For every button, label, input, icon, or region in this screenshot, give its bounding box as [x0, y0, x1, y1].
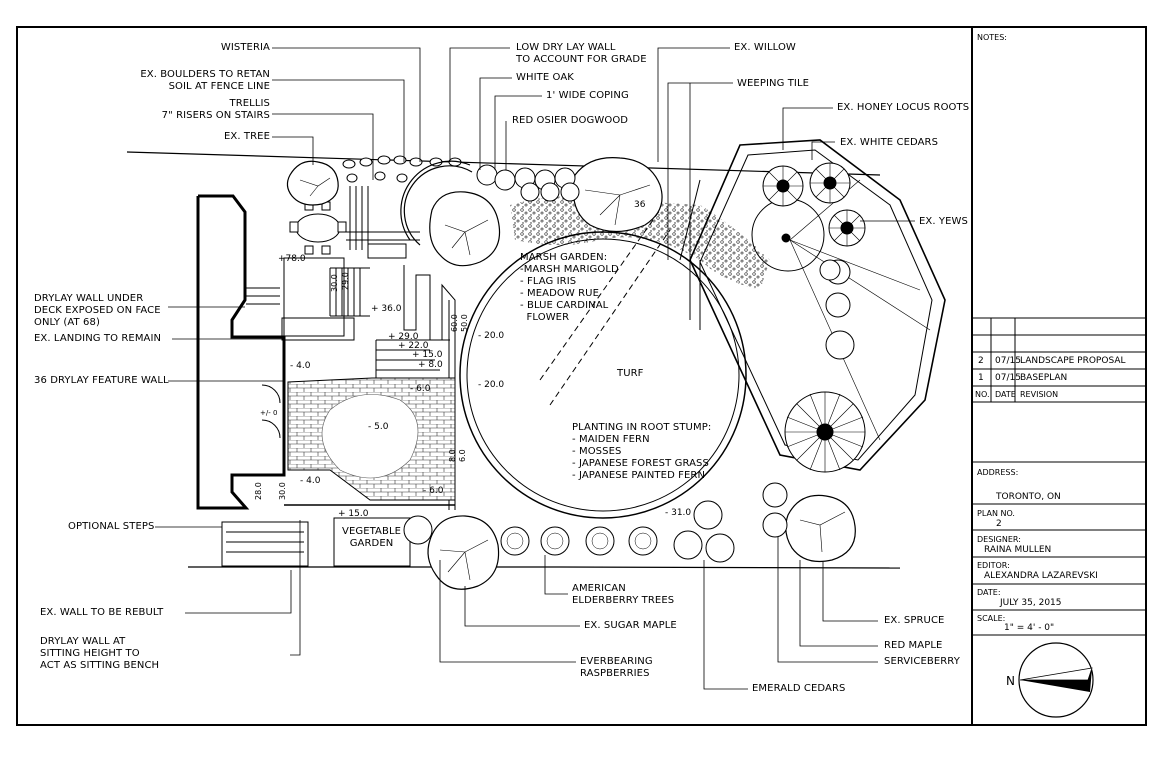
dim-78: +78.0	[278, 254, 306, 264]
rev-no-1: 1	[978, 373, 984, 383]
white-oak-icon	[429, 191, 501, 267]
marsh-gravel	[510, 196, 770, 290]
north-arrow-icon	[1018, 642, 1094, 718]
label-root-stump: PLANTING IN ROOT STUMP: - MAIDEN FERN - …	[572, 422, 712, 481]
dim-6b: - 6.0	[423, 486, 444, 496]
dim-36b: 36	[634, 200, 646, 210]
label-coping: 1' WIDE COPING	[546, 90, 629, 101]
scale-label: SCALE:	[977, 614, 1006, 623]
rev-header-revision: REVISION	[1020, 390, 1059, 399]
dim-4b: - 4.0	[300, 476, 321, 486]
rev-header-no: NO.	[975, 390, 990, 399]
leader-lines	[155, 47, 915, 690]
label-emerald-cedars: EMERALD CEDARS	[752, 683, 846, 694]
house-outline	[196, 194, 286, 510]
dim-22: + 22.0	[398, 341, 429, 351]
dim-20a: - 20.0	[478, 331, 505, 341]
dim-6a: - 6.0	[410, 384, 431, 394]
north-label: N	[1006, 674, 1016, 688]
address-value: TORONTO, ON	[996, 492, 1061, 502]
label-ex-spruce: EX. SPRUCE	[884, 615, 945, 626]
label-feature-wall: 36 DRYLAY FEATURE WALL	[34, 375, 169, 386]
title-block-lines	[972, 317, 1146, 636]
label-vegetable-garden: VEGETABLE GARDEN	[342, 526, 402, 549]
patio-table	[289, 201, 347, 255]
date-label: DATE:	[977, 588, 1001, 597]
dim-20b: - 20.0	[478, 380, 505, 390]
dim-60v2: 6.0	[458, 449, 467, 462]
label-red-maple: RED MAPLE	[884, 640, 943, 651]
plan-no-value: 2	[996, 519, 1002, 529]
label-ex-landing: EX. LANDING TO REMAIN	[34, 333, 162, 344]
ex-sugar-maple-icon	[427, 515, 500, 590]
dim-29: + 29.0	[388, 332, 419, 342]
dim-15: + 15.0	[412, 350, 443, 360]
turf-circle	[459, 209, 747, 519]
dim-0: +/- 0	[260, 409, 278, 417]
label-wisteria: WISTERIA	[220, 42, 270, 53]
dim-280v: 28.0	[254, 482, 263, 500]
label-optional-steps: OPTIONAL STEPS	[68, 521, 155, 532]
dim-300v: 30.0	[278, 482, 287, 500]
property-lines	[126, 151, 901, 569]
plan-no-label: PLAN NO.	[977, 509, 1015, 518]
label-sugar-maple: EX. SUGAR MAPLE	[584, 620, 677, 631]
dim-30v: 30.0	[330, 274, 339, 292]
raspberry-shrubs	[403, 482, 788, 556]
dim-5: - 5.0	[368, 422, 389, 432]
dim-4a: - 4.0	[290, 361, 311, 371]
label-white-oak: WHITE OAK	[516, 72, 574, 83]
dim-80v: 8.0	[448, 449, 457, 462]
label-raspberries: EVERBEARING RASPBERRIES	[580, 656, 653, 679]
label-trellis: TRELLIS 7" RISERS ON STAIRS	[161, 98, 270, 121]
label-ex-wall-rebuilt: EX. WALL TO BE REBULT	[40, 607, 164, 618]
date-value: JULY 35, 2015	[1000, 598, 1062, 608]
dim-36: + 36.0	[371, 304, 402, 314]
dim-15b: + 15.0	[338, 509, 369, 519]
rev-text-2: LANDSCAPE PROPOSAL	[1020, 356, 1126, 366]
address-label: ADDRESS:	[977, 468, 1019, 477]
brick-patio	[284, 377, 456, 506]
trellis	[346, 186, 420, 259]
dim-60v: 60.0	[450, 314, 459, 332]
label-elderberry: AMERICAN ELDERBERRY TREES	[572, 583, 675, 606]
honey-locus-root	[751, 198, 825, 272]
label-ex-tree: EX. TREE	[223, 131, 270, 142]
label-ex-willow: EX. WILLOW	[734, 42, 796, 53]
label-dogwood: RED OSIER DOGWOOD	[512, 115, 629, 126]
dim-29v: 29.0	[341, 272, 350, 290]
dim-31: - 31.0	[665, 508, 692, 518]
label-turf: TURF	[617, 368, 644, 379]
designer-label: DESIGNER:	[977, 535, 1021, 544]
low-dry-lay-wall	[400, 160, 473, 246]
boulders	[342, 155, 462, 183]
ex-tree-icon	[286, 160, 339, 206]
dim-8: + 8.0	[418, 360, 443, 370]
designer-value: RAINA MULLEN	[984, 545, 1052, 555]
label-low-dry-lay: LOW DRY LAY WALL TO ACCOUNT FOR GRADE	[516, 42, 647, 65]
rev-date-2: 07/15	[995, 356, 1021, 366]
editor-value: ALEXANDRA LAZAREVSKI	[984, 571, 1098, 581]
label-sitting-bench: DRYLAY WALL AT SITTING HEIGHT TO ACT AS …	[40, 636, 160, 671]
scale-value: 1" = 4' - 0"	[1004, 623, 1055, 633]
label-boulders: EX. BOULDERS TO RETAN SOIL AT FENCE LINE	[140, 69, 270, 92]
rev-header-date: DATE	[995, 390, 1016, 399]
rev-no-2: 2	[978, 356, 984, 366]
label-drylay-under-deck: DRYLAY WALL UNDER DECK EXPOSED ON FACE O…	[34, 293, 161, 328]
dim-50v: 50.0	[460, 314, 469, 332]
editor-label: EDITOR:	[977, 561, 1010, 570]
white-cedar-row	[819, 259, 855, 360]
notes-label: NOTES:	[977, 33, 1007, 42]
label-weeping-tile: WEEPING TILE	[737, 78, 810, 89]
label-serviceberry: SERVICEBERRY	[884, 656, 960, 667]
label-marsh-garden: MARSH GARDEN: -MARSH MARIGOLD - FLAG IRI…	[520, 252, 619, 323]
rev-text-1: BASEPLAN	[1020, 373, 1068, 383]
label-white-cedars: EX. WHITE CEDARS	[840, 137, 939, 148]
label-ex-yews: EX. YEWS	[919, 216, 968, 227]
rev-date-1: 07/15	[995, 373, 1021, 383]
label-honey-locus: EX. HONEY LOCUS ROOTS	[837, 102, 970, 113]
red-osier-dogwood	[476, 164, 580, 202]
